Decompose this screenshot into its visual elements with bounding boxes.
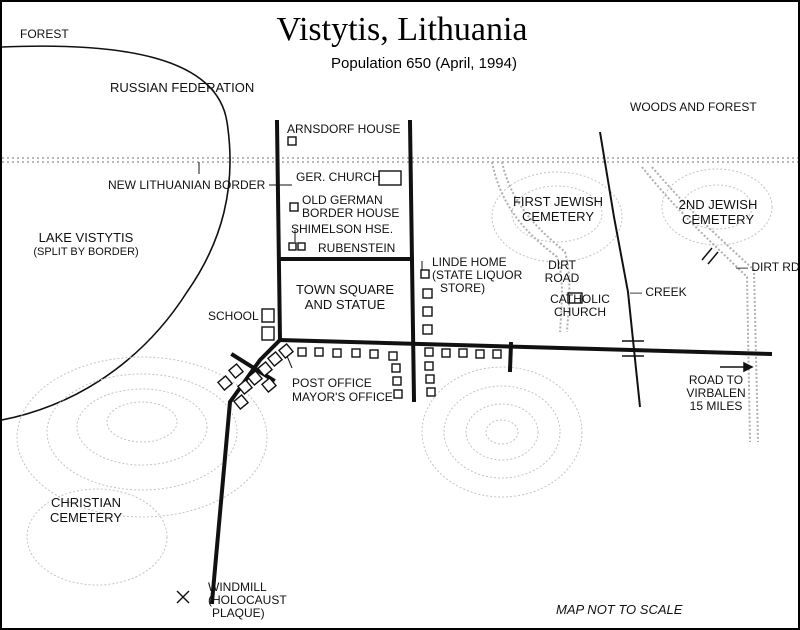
map-subtitle: Population 650 (April, 1994)	[331, 55, 517, 72]
new-lithuanian-border-label: NEW LITHUANIAN BORDER	[108, 178, 266, 192]
buildings	[216, 136, 583, 411]
christian-cemetery-label: CHRISTIAN CEMETERY	[50, 495, 122, 525]
linde-home-label: LINDE HOME (STATE LIQUOR STORE)	[432, 255, 523, 295]
road-arrow	[720, 361, 754, 373]
map-title: Vistytis, Lithuania	[276, 11, 528, 48]
dirt-road-label: DIRT ROAD	[544, 258, 580, 285]
lake-vistytis-shore	[2, 45, 231, 421]
dirt-roads	[491, 161, 759, 443]
creek-line	[599, 131, 641, 408]
dirt-rd-label: — DIRT RD	[736, 260, 800, 274]
road-to-virbalen-label: ROAD TO VIRBALEN 15 MILES	[686, 373, 746, 413]
map-not-to-scale-note: MAP NOT TO SCALE	[556, 602, 683, 617]
woods-and-forest-label: WOODS AND FOREST	[630, 100, 757, 114]
lake-vistytis-label: LAKE VISTYTIS (SPLIT BY BORDER)	[33, 230, 139, 258]
school-label: SCHOOL	[208, 309, 259, 323]
rubenstein-label: RUBENSTEIN	[318, 241, 396, 255]
first-jewish-cemetery-label: FIRST JEWISH CEMETERY	[512, 194, 604, 224]
windmill-label: WINDMILL (HOLOCAUST PLAQUE)	[208, 580, 287, 620]
shimelson-house-label: SHIMELSON HSE.	[291, 222, 394, 236]
main-roads	[209, 119, 773, 605]
arnsdorf-house-label: ARNSDORF HOUSE	[287, 122, 401, 136]
creek-label: — CREEK	[630, 285, 687, 299]
contour-lines	[16, 168, 773, 586]
leader-lines	[198, 162, 423, 369]
old-german-border-house-label: OLD GERMAN BORDER HOUSE	[302, 193, 400, 220]
mayors-office-label: MAYOR'S OFFICE	[292, 390, 393, 404]
lithuanian-border-line	[2, 157, 798, 163]
second-jewish-cemetery-label: 2ND JEWISH CEMETERY	[678, 197, 758, 227]
catholic-church-label: CATHOLIC CHURCH	[550, 292, 610, 319]
post-office-label: POST OFFICE	[292, 376, 372, 390]
town-square-label: TOWN SQUARE AND STATUE	[296, 282, 394, 312]
creek-bridge	[622, 340, 644, 357]
windmill-marker	[176, 590, 190, 604]
russian-federation-label: RUSSIAN FEDERATION	[110, 80, 255, 95]
ger-church-label: GER. CHURCH	[296, 170, 381, 184]
dirt-rd-hash	[701, 247, 719, 265]
forest-label: FOREST	[20, 27, 69, 41]
